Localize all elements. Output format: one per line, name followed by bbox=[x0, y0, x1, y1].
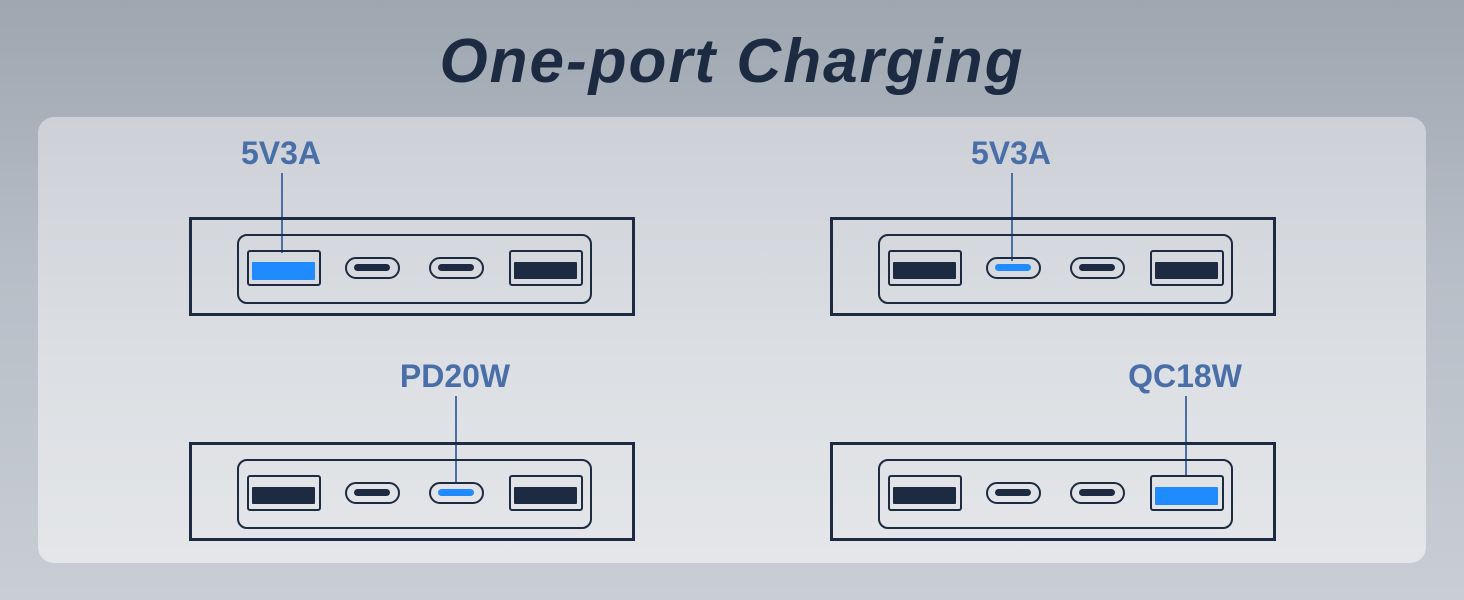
usb-c-port bbox=[429, 257, 484, 279]
port-panel bbox=[878, 234, 1233, 304]
port-panel bbox=[237, 234, 592, 304]
usb-c-port-active bbox=[986, 257, 1041, 279]
leader-line-bottom-right bbox=[1185, 396, 1187, 476]
port-panel bbox=[237, 459, 592, 529]
usb-c-port bbox=[1070, 257, 1125, 279]
charger-bottom-right bbox=[830, 442, 1276, 541]
usb-c-port bbox=[986, 482, 1041, 504]
usb-c-port-active bbox=[429, 482, 484, 504]
usb-c-port bbox=[1070, 482, 1125, 504]
usb-a-port bbox=[1150, 250, 1224, 286]
usb-a-port bbox=[509, 250, 583, 286]
charger-bottom-left bbox=[189, 442, 635, 541]
usb-a-port bbox=[247, 475, 321, 511]
output-label-top-left: 5V3A bbox=[240, 135, 322, 171]
usb-c-port bbox=[345, 482, 400, 504]
charger-top-right bbox=[830, 217, 1276, 316]
usb-a-port bbox=[888, 475, 962, 511]
output-label-bottom-right: QC18W bbox=[1128, 358, 1242, 394]
leader-line-bottom-left bbox=[455, 396, 457, 484]
port-panel bbox=[878, 459, 1233, 529]
output-label-top-right: 5V3A bbox=[970, 135, 1052, 171]
usb-a-port-active bbox=[1150, 475, 1224, 511]
usb-a-port bbox=[509, 475, 583, 511]
usb-a-port-active bbox=[247, 250, 321, 286]
leader-line-top-left bbox=[281, 173, 283, 253]
usb-a-port bbox=[888, 250, 962, 286]
page-title: One-port Charging bbox=[439, 27, 1025, 96]
usb-c-port bbox=[345, 257, 400, 279]
output-label-bottom-left: PD20W bbox=[399, 358, 511, 394]
charger-top-left bbox=[189, 217, 635, 316]
